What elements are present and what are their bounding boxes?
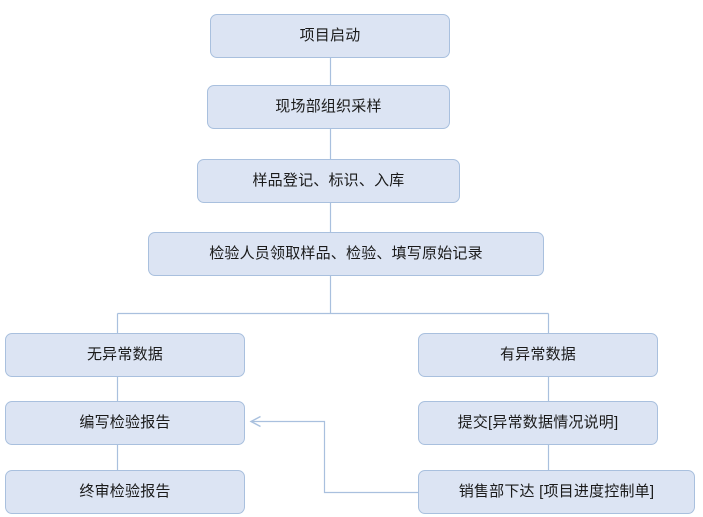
node-inspection-label: 检验人员领取样品、检验、填写原始记录 [209, 245, 483, 262]
node-abnormal-data[interactable]: 有异常数据 [418, 333, 658, 377]
node-sampling[interactable]: 现场部组织采样 [207, 85, 450, 129]
node-registration[interactable]: 样品登记、标识、入库 [197, 159, 460, 203]
node-normal-data[interactable]: 无异常数据 [5, 333, 245, 377]
arrowhead-feedback [249, 415, 261, 428]
node-normal-data-label: 无异常数据 [86, 346, 163, 363]
node-write-report[interactable]: 编写检验报告 [5, 401, 245, 445]
connector-sales-to-write-feedback [252, 420, 418, 494]
node-abnormal-data-label: 有异常数据 [499, 346, 576, 363]
node-registration-label: 样品登记、标识、入库 [252, 172, 405, 189]
node-inspection[interactable]: 检验人员领取样品、检验、填写原始记录 [148, 232, 544, 276]
node-final-report-label: 终审检验报告 [79, 483, 171, 500]
node-sales-order[interactable]: 销售部下达 [项目进度控制单] [418, 470, 695, 514]
node-start-label: 项目启动 [299, 27, 361, 44]
node-sales-order-label: 销售部下达 [项目进度控制单] [458, 483, 655, 500]
node-write-report-label: 编写检验报告 [79, 414, 171, 431]
node-final-report[interactable]: 终审检验报告 [5, 470, 245, 514]
node-submit-note-label: 提交[异常数据情况说明] [457, 414, 619, 431]
node-sampling-label: 现场部组织采样 [275, 98, 382, 115]
node-submit-note[interactable]: 提交[异常数据情况说明] [418, 401, 658, 445]
node-start[interactable]: 项目启动 [210, 14, 450, 58]
